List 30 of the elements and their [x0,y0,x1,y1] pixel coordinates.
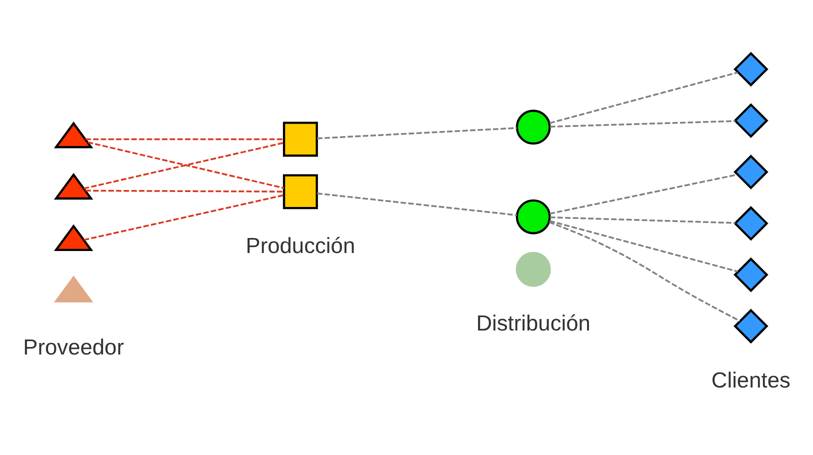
label: Distribución [476,310,590,336]
node-circle [516,252,551,287]
node-diamond [734,52,768,87]
connector [85,190,284,192]
node-circle [516,110,551,145]
label: Proveedor [23,334,124,360]
node-triangle [54,276,94,302]
node-circle [516,199,551,234]
connector [316,192,517,216]
label: Producción [246,232,356,258]
connector [550,120,736,128]
label: Clientes [711,367,790,392]
connector [316,127,517,140]
node-box [282,122,318,157]
connector [549,174,738,215]
connector [85,138,284,140]
connector [549,220,738,272]
connector [84,194,284,241]
node-diamond [734,308,768,344]
node-diamond [734,103,768,138]
node-triangle [54,172,94,200]
connector [549,72,738,124]
node-triangle [54,122,94,148]
node-diamond [734,257,768,292]
node-diamond [734,206,768,241]
node-triangle [54,224,94,251]
connector [550,216,736,224]
node-diamond [734,154,768,190]
connector [548,221,740,322]
node-box [282,174,318,210]
